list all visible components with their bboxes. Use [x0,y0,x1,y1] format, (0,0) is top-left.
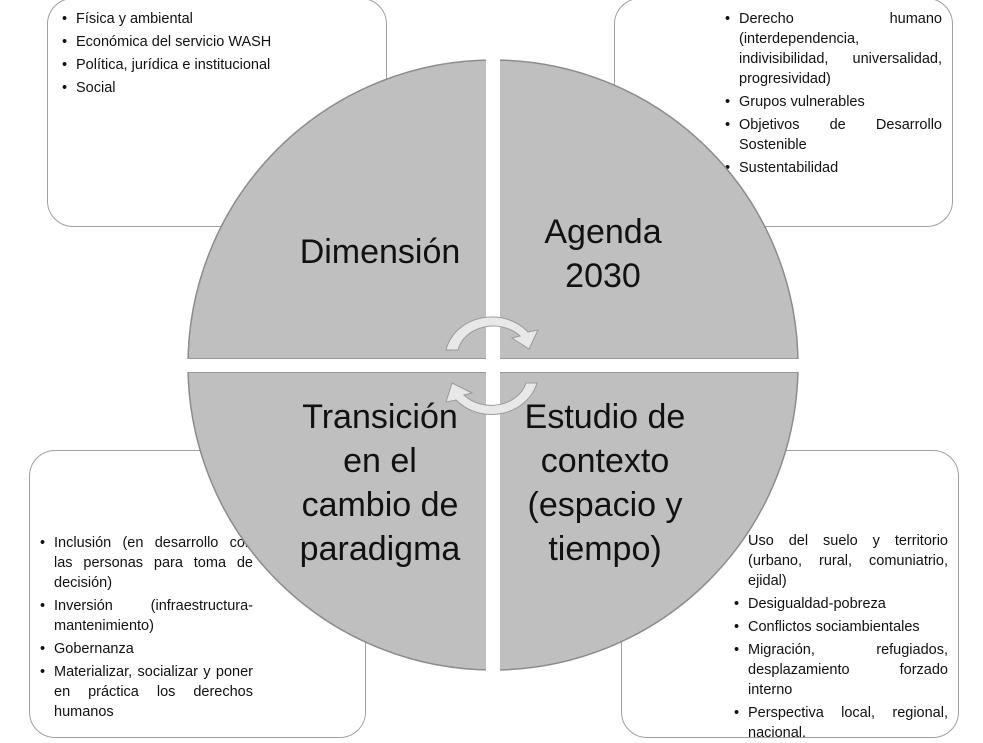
list-item: Conflictos sociambientales [734,617,948,637]
list-item: Gobernanza [40,639,253,659]
list-item: Desigualdad-pobreza [734,594,948,614]
list-item: Social [62,78,276,98]
quadrant-label-agenda: Agenda 2030 [544,213,662,295]
list-item: Perspectiva local, regional, nacional. [734,703,948,743]
list-item: Sustentabilidad [725,158,942,178]
list-item: Grupos vulnerables [725,92,942,112]
list-item: Económica del servicio WASH [62,32,276,52]
cycle-arrow-bottom-icon [445,382,538,415]
quadrant-label-context: Estudio de contexto (espacio y tiempo) [524,398,686,568]
list-item: Materializar, socializar y poner en prác… [40,662,253,722]
list-item: Objetivos de Desarrollo Sostenible [725,115,942,155]
list-item: Migración, refugiados, desplazamiento fo… [734,640,948,700]
quadrant-label-transition: Transición en el cambio de paradigma [299,398,461,568]
quadrant-agenda [498,60,798,360]
quadrant-label-dimension: Dimensión [299,233,461,271]
list-item: Uso del suelo y territorio (urbano, rura… [734,531,948,591]
quadrant-dimension [188,60,488,360]
list-item: Derecho humano (interdependencia, indivi… [725,9,942,89]
list-item: Política, jurídica e institucional [62,55,276,75]
list-item: Física y ambiental [62,9,276,29]
list-item: Inversión (infraestructura-mantenimiento… [40,596,253,636]
list-item: Inclusión (en desarrollo con las persona… [40,533,253,593]
cycle-arrow-top-icon [445,316,539,351]
